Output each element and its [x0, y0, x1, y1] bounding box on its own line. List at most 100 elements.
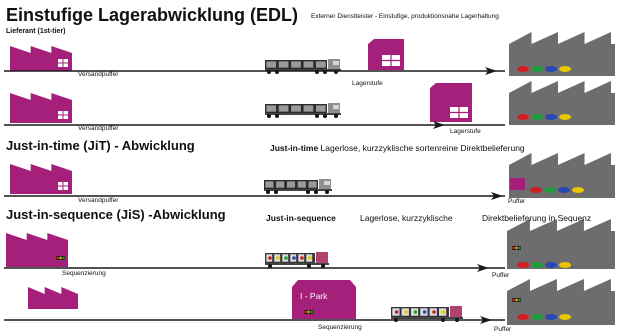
truck-wheel — [325, 190, 329, 194]
car-icon — [517, 314, 529, 320]
cargo-box — [302, 104, 314, 113]
car-icon — [531, 314, 543, 320]
truck-cab — [316, 252, 328, 263]
jis-desc-2: Direktbelieferung in Sequenz — [482, 213, 592, 223]
cargo-part — [441, 310, 446, 314]
truck-chassis — [265, 69, 341, 71]
car-icon — [559, 66, 571, 72]
car-icon — [531, 262, 543, 268]
versandpuffer-label-1: Versandpuffer — [78, 71, 119, 78]
sequenzierung-label-1: Sequenzierung — [62, 270, 106, 277]
oem-factory-icon — [509, 153, 615, 198]
truck-wheel — [321, 264, 325, 268]
car-icon — [545, 66, 557, 72]
cargo-part — [432, 310, 436, 314]
truck-wheel — [307, 264, 311, 268]
car-icon — [572, 187, 584, 193]
car-icon — [545, 262, 557, 268]
truck-chassis — [391, 317, 463, 319]
versandpuffer-label-3: Versandpuffer — [78, 197, 119, 204]
ipark-label: I - Park — [300, 291, 328, 301]
cargo-box — [286, 180, 296, 189]
supplier-factory-icon — [10, 93, 72, 123]
car-icon — [531, 66, 543, 72]
arrow-icon — [485, 67, 497, 75]
supplier-label: Lieferant (1st-tier) — [6, 28, 66, 35]
cargo-part — [413, 310, 418, 314]
cargo-part — [394, 310, 399, 314]
cargo-box — [265, 60, 277, 69]
oem-factory-icon — [509, 81, 615, 125]
signal-light — [515, 246, 518, 250]
oem-factory-icon — [507, 279, 615, 325]
car-icon — [531, 114, 543, 120]
signal-light — [56, 256, 59, 260]
jis-lead: Just-in-sequence — [266, 213, 336, 223]
signal-light — [518, 298, 521, 302]
jit-description: Just-in-time Lagerlose, kurzzyklische so… — [270, 143, 525, 153]
car-icon — [517, 66, 529, 72]
truck-wheel — [274, 190, 278, 194]
jit-lead: Just-in-time — [270, 143, 319, 153]
cargo-box — [302, 60, 314, 69]
ipark-building-icon — [292, 280, 356, 319]
car-icon — [545, 314, 557, 320]
truck-wheel — [323, 114, 327, 118]
cargo-part — [308, 256, 312, 260]
signal-light — [310, 310, 313, 314]
cargo-box — [315, 60, 327, 69]
cargo-part — [422, 310, 427, 314]
truck-wheel — [275, 114, 279, 118]
cargo-part — [276, 256, 280, 260]
truck-wheel — [266, 190, 270, 194]
oem-factory-icon — [507, 219, 615, 269]
jis-section-title: Just-in-sequence (JiS) -Abwicklung — [6, 207, 226, 222]
signal-light — [518, 246, 521, 250]
truck-wheel — [267, 114, 271, 118]
signal-light — [515, 298, 518, 302]
truck-wheel — [268, 264, 272, 268]
cargo-box — [290, 60, 302, 69]
cargo-box — [290, 104, 302, 113]
truck-wheel — [306, 190, 310, 194]
cargo-box — [278, 104, 290, 113]
signal-light — [62, 256, 65, 260]
truck-window — [333, 105, 339, 109]
title-note: Externer Dienstleister - Einstufige, pro… — [311, 13, 499, 20]
supplier-factory-icon — [10, 164, 72, 194]
cargo-box — [297, 180, 307, 189]
arrow-icon — [433, 121, 445, 129]
supplier-factory-icon — [6, 233, 68, 267]
signal-light — [307, 310, 310, 314]
diagram-title: Einstufige Lagerabwicklung (EDL) — [6, 5, 299, 25]
puffer-label-2: Puffer — [492, 272, 510, 279]
cargo-box — [265, 104, 277, 113]
cargo-box — [278, 60, 290, 69]
truck-window — [324, 181, 330, 185]
car-icon — [544, 187, 556, 193]
car-icon — [558, 187, 570, 193]
truck-chassis — [264, 189, 332, 191]
cargo-box — [315, 104, 327, 113]
car-icon — [545, 114, 557, 120]
cargo-part — [268, 256, 272, 260]
jit-desc: Lagerlose, kurzzyklische sortenreine Dir… — [320, 143, 525, 153]
cargo-part — [404, 310, 408, 314]
car-icon — [559, 114, 571, 120]
cargo-part — [292, 256, 296, 260]
arrow-icon — [491, 192, 503, 200]
cargo-box — [307, 180, 318, 189]
car-icon — [517, 114, 529, 120]
car-icon — [559, 314, 571, 320]
truck-chassis — [265, 263, 329, 265]
truck-wheel — [334, 114, 338, 118]
signal-light — [59, 256, 62, 260]
signal-light — [304, 310, 307, 314]
buffer-box — [510, 178, 525, 190]
truck-window — [333, 61, 339, 65]
jis-desc: Lagerlose, kurzzyklische — [360, 213, 453, 223]
cargo-part — [300, 256, 304, 260]
signal-light — [512, 298, 515, 302]
truck-chassis — [265, 113, 341, 115]
